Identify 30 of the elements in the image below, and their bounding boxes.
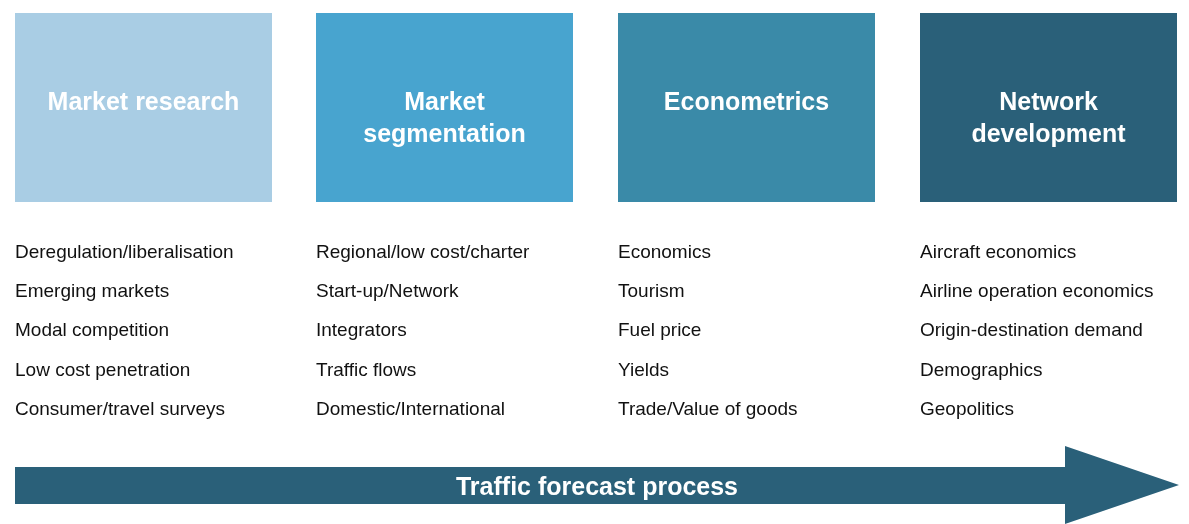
category-box bbox=[618, 13, 875, 202]
category-box bbox=[15, 13, 272, 202]
list-item: Consumer/travel surveys bbox=[15, 397, 226, 421]
list-item: Modal competition bbox=[15, 318, 170, 342]
list-item: Emerging markets bbox=[15, 279, 170, 303]
box-heading: Market segmentation bbox=[362, 86, 527, 149]
list-item: Domestic/International bbox=[316, 397, 506, 421]
list-item: Demographics bbox=[920, 358, 1043, 382]
list-item: Yields bbox=[618, 358, 670, 382]
list-item: Regional/low cost/charter bbox=[316, 240, 530, 264]
list-item: Airline operation economics bbox=[920, 279, 1154, 303]
box-heading: Network development bbox=[970, 86, 1127, 149]
process-arrow bbox=[15, 446, 1179, 524]
list-item: Trade/Value of goods bbox=[618, 397, 798, 421]
list-item: Deregulation/liberalisation bbox=[15, 240, 234, 264]
list-item: Low cost penetration bbox=[15, 358, 191, 382]
category-box bbox=[316, 13, 573, 202]
box-heading: Econometrics bbox=[662, 86, 831, 117]
list-item: Traffic flows bbox=[316, 358, 417, 382]
category-box bbox=[920, 13, 1177, 202]
list-item: Aircraft economics bbox=[920, 240, 1077, 264]
list-item: Origin-destination demand bbox=[920, 318, 1143, 342]
list-item: Integrators bbox=[316, 318, 407, 342]
list-item: Start-up/Network bbox=[316, 279, 459, 303]
list-item: Fuel price bbox=[618, 318, 702, 342]
box-heading: Market research bbox=[46, 86, 241, 117]
list-item: Economics bbox=[618, 240, 711, 264]
list-item: Geopolitics bbox=[920, 397, 1014, 421]
arrow-label: Traffic forecast process bbox=[454, 472, 740, 500]
list-item: Tourism bbox=[618, 279, 685, 303]
